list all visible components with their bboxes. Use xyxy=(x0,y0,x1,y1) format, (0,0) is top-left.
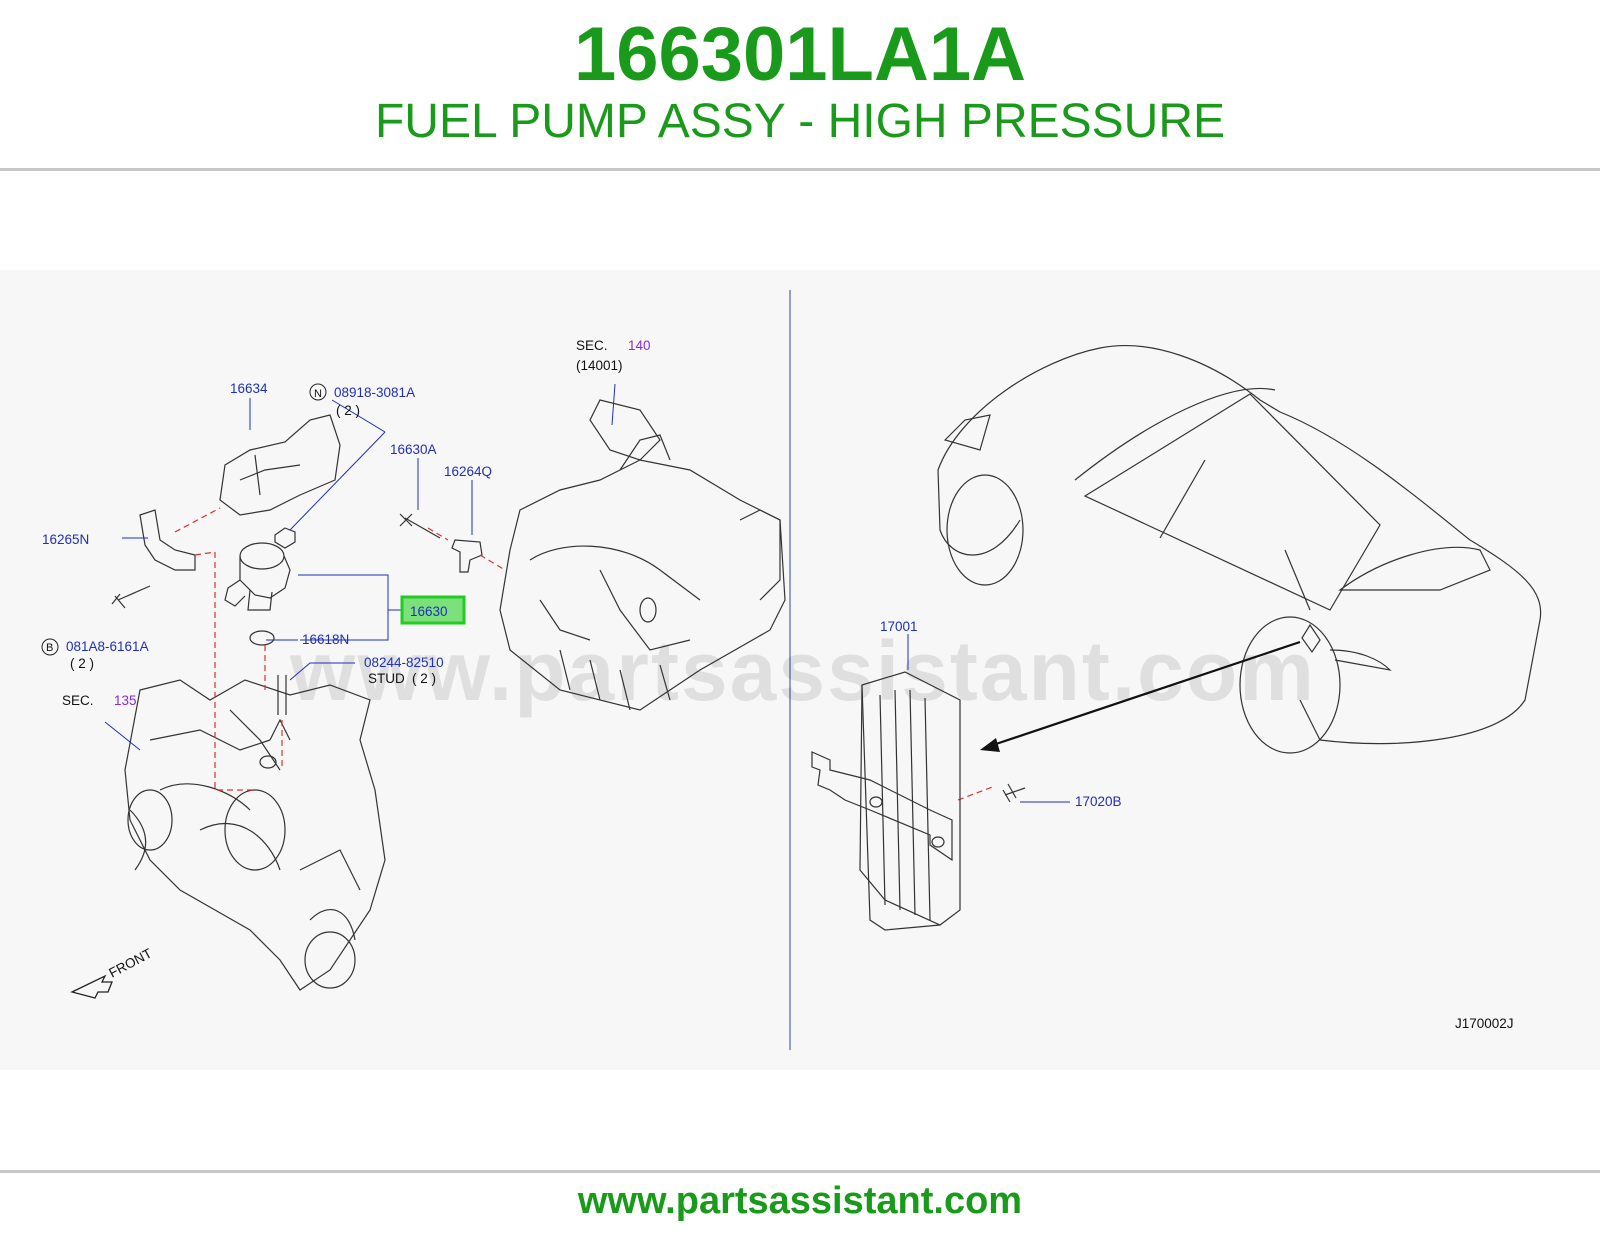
parts-drawings xyxy=(111,414,483,715)
label-16264Q[interactable]: 16264Q xyxy=(444,464,492,479)
label-081A8-6161A[interactable]: 081A8-6161A xyxy=(66,639,149,654)
label-b-circle: B xyxy=(46,642,53,654)
label-08918-3081A[interactable]: 08918-3081A xyxy=(334,385,415,400)
label-14001: (14001) xyxy=(576,358,623,373)
label-sec-135: SEC. xyxy=(62,693,94,708)
watermark: www.partsassistant.com xyxy=(289,624,1316,718)
label-sec-135-num[interactable]: 135 xyxy=(114,693,137,708)
footer-website-link[interactable]: www.partsassistant.com xyxy=(577,1180,1023,1222)
highlight-box-16630 xyxy=(400,595,466,625)
footer-divider xyxy=(0,1170,1600,1173)
part-number-title: 166301LA1A xyxy=(573,12,1027,97)
n-circle-icon xyxy=(309,383,327,401)
diagram-code: J170002J xyxy=(1455,1016,1514,1031)
label-08244-82510[interactable]: 08244-82510 xyxy=(364,655,444,670)
page-header: 166301LA1A FUEL PUMP ASSY - HIGH PRESSUR… xyxy=(0,0,1600,168)
label-16630[interactable]: 16630 xyxy=(410,604,448,619)
label-16265N[interactable]: 16265N xyxy=(42,532,89,547)
label-n-circle: N xyxy=(314,388,322,400)
label-16630A[interactable]: 16630A xyxy=(390,442,437,457)
engine-block-drawing xyxy=(124,679,386,991)
blue-leader-lines xyxy=(104,383,1070,803)
label-17001[interactable]: 17001 xyxy=(880,619,918,634)
label-16618N[interactable]: 16618N xyxy=(302,632,349,647)
label-081A8-qty: ( 2 ) xyxy=(70,656,94,671)
label-sec-140-num[interactable]: 140 xyxy=(628,338,651,353)
label-sec-140: SEC. xyxy=(576,338,608,353)
front-arrow-icon xyxy=(70,974,113,999)
location-arrow xyxy=(980,640,1301,752)
label-stud-qty: ( 2 ) xyxy=(412,671,436,686)
control-module-drawing xyxy=(811,671,1026,931)
diagram-background xyxy=(0,270,1600,1070)
red-dashed-guides xyxy=(174,507,996,801)
parts-diagram: www.partsassistant.com xyxy=(0,270,1600,1070)
intake-manifold-drawing xyxy=(499,399,786,711)
label-16634[interactable]: 16634 xyxy=(230,381,268,396)
label-17020B[interactable]: 17020B xyxy=(1075,794,1122,809)
part-name-subtitle: FUEL PUMP ASSY - HIGH PRESSURE xyxy=(374,95,1225,148)
vehicle-outline-drawing xyxy=(937,345,1542,754)
header-divider xyxy=(0,168,1600,171)
b-circle-icon xyxy=(41,638,59,656)
label-stud: STUD xyxy=(368,671,405,686)
label-08918-qty: ( 2 ) xyxy=(336,403,360,418)
